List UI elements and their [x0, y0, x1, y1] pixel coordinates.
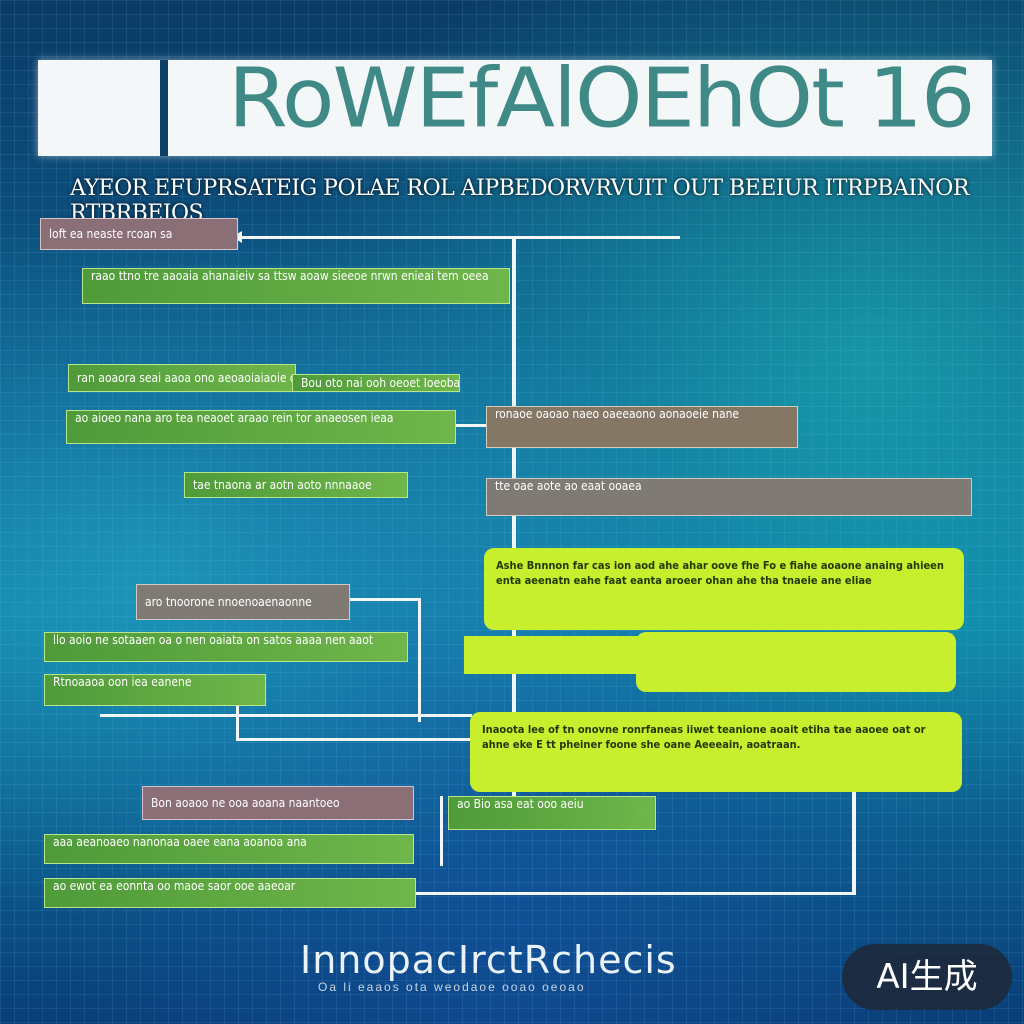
- diagram-node: ao ewot ea eonnta oo maoe saor ooe aaeoa…: [44, 878, 416, 908]
- diagram-node: Bon aoaoo ne ooa aoana naantoeo: [142, 786, 414, 820]
- footer-title: InnopacIrctRchecis: [300, 938, 677, 982]
- diagram-node: aro tnoorone nnoenoaenaonne: [136, 584, 350, 620]
- connector-line: [444, 424, 514, 427]
- arrow-head-icon: [638, 806, 652, 818]
- node-label: tte oae aote ao eaat ooaea: [495, 479, 642, 493]
- connector-line: [852, 772, 856, 894]
- node-label: ao Bio asa eat ooo aeiu: [457, 797, 584, 811]
- diagram-node: Bou oto nai ooh oeoet Ioeoba nem: [292, 374, 460, 392]
- diagram-node: tte oae aote ao eaat ooaea: [486, 478, 972, 516]
- node-label: ran aoaora seai aaoa ono aeoaoiaiaoie oo…: [77, 371, 295, 385]
- diagram-node: ao Bio asa eat ooo aeiu: [448, 796, 656, 830]
- connector-line: [418, 598, 421, 722]
- callout-box: [636, 632, 956, 692]
- diagram-node: ronaoe oaoao naeo oaeeaono aonaoeie nane: [486, 406, 798, 448]
- diagram-node: llo aoio ne sotaaen oa o nen oaiata on s…: [44, 632, 408, 662]
- node-label: Bon aoaoo ne ooa aoana naantoeo: [151, 796, 340, 810]
- node-label: Bou oto nai ooh oeoet Ioeoba nem: [301, 376, 460, 390]
- callout-text: Inaoota lee of tn onovne ronrfaneas iiwe…: [482, 723, 926, 751]
- node-label: ronaoe oaoao naeo oaeeaono aonaoeie nane: [495, 407, 740, 421]
- title-divider: [160, 60, 168, 156]
- callout-text: Ashe Bnnnon far cas ion aod ahe ahar oov…: [496, 559, 944, 587]
- connector-line: [240, 236, 680, 239]
- connector-line: [100, 714, 472, 717]
- callout-box: [464, 636, 648, 674]
- ai-generated-badge: AI生成: [842, 944, 1012, 1010]
- diagram-node: loft ea neaste rcoan sa: [40, 218, 238, 250]
- diagram-node: raao ttno tre aaoaia ahanaieiv sa ttsw a…: [82, 268, 510, 304]
- node-label: tae tnaona ar aotn aoto nnnaaoe: [193, 478, 372, 492]
- node-label: ao ewot ea eonnta oo maoe saor ooe aaeoa…: [53, 879, 296, 893]
- node-label: llo aoio ne sotaaen oa o nen oaiata on s…: [53, 633, 374, 647]
- page-title: RoWEfAlOEhOt 16: [228, 51, 976, 147]
- connector-line: [236, 738, 472, 741]
- footer-subtitle: Oa li eaaos ota weodaoe ooao oeoao: [318, 980, 586, 994]
- diagram-node: aaa aeanoaeo nanonaa oaee eana aoanoa an…: [44, 834, 414, 864]
- node-label: loft ea neaste rcoan sa: [49, 227, 173, 241]
- diagram-node: tae tnaona ar aotn aoto nnnaaoe: [184, 472, 408, 498]
- callout-box: Ashe Bnnnon far cas ion aod ahe ahar oov…: [484, 548, 964, 630]
- connector-line: [440, 796, 443, 866]
- node-label: raao ttno tre aaoaia ahanaieiv sa ttsw a…: [91, 269, 489, 283]
- connector-line: [512, 236, 516, 826]
- diagram-node: ran aoaora seai aaoa ono aeoaoiaiaoie oo…: [68, 364, 296, 392]
- node-label: aaa aeanoaeo nanonaa oaee eana aoanoa an…: [53, 835, 307, 849]
- callout-box: Inaoota lee of tn onovne ronrfaneas iiwe…: [470, 712, 962, 792]
- node-label: aro tnoorone nnoenoaenaonne: [145, 595, 312, 609]
- node-label: Rtnoaaoa oon iea eanene: [53, 675, 192, 689]
- diagram-node: ao aioeo nana aro tea neaoet araao rein …: [66, 410, 456, 444]
- diagram-node: Rtnoaaoa oon iea eanene: [44, 674, 266, 706]
- title-band: [38, 60, 992, 156]
- connector-line: [236, 676, 239, 740]
- connector-line: [340, 598, 420, 601]
- node-label: ao aioeo nana aro tea neaoet araao rein …: [75, 411, 394, 425]
- connector-line: [400, 892, 856, 895]
